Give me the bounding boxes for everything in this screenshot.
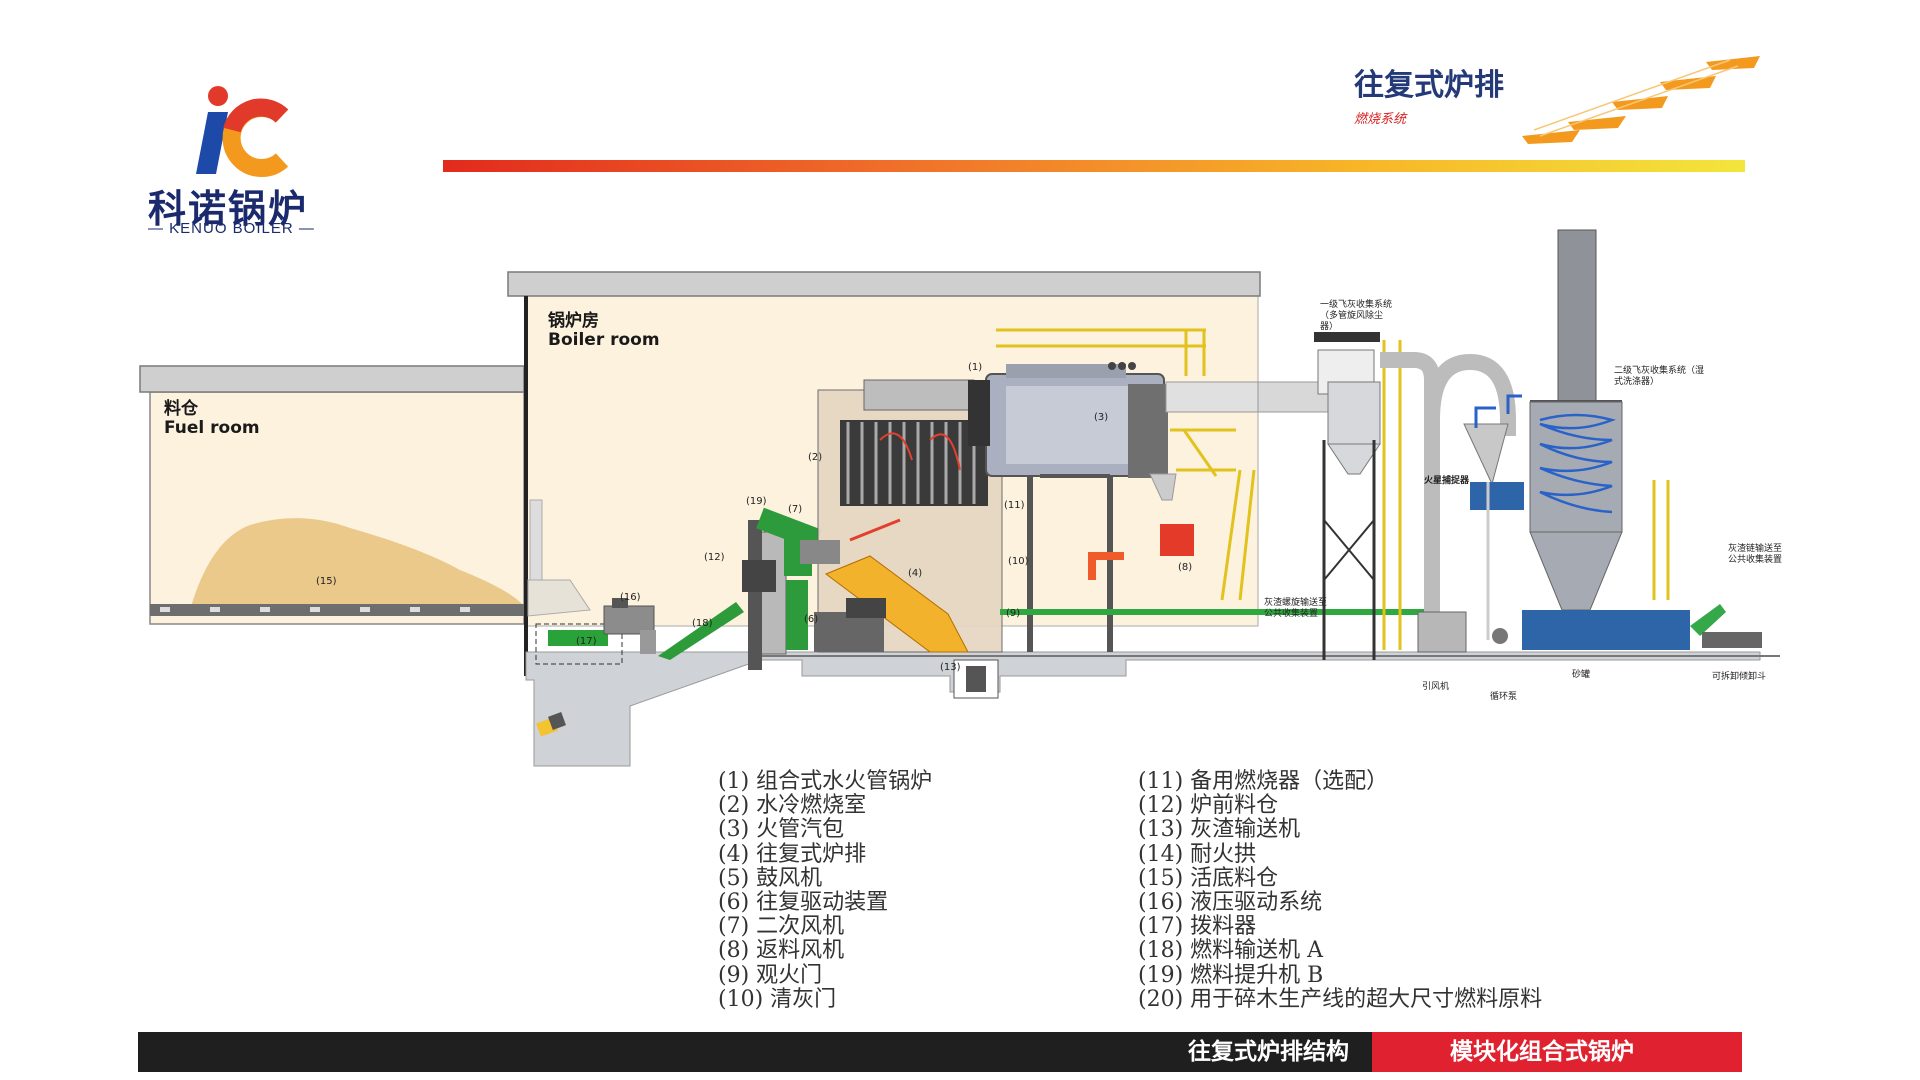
footer-right-text: 模块化组合式锅炉 bbox=[1450, 1039, 1634, 1065]
legend-item: (12) 炉前料仓 bbox=[1138, 793, 1279, 819]
label-primary-dust-collector: 一级飞灰收集系统（多管旋风除尘器） bbox=[1320, 300, 1393, 332]
label-removable-hopper: 可拆卸倾卸斗 bbox=[1712, 672, 1767, 682]
marker-17: (17) bbox=[576, 636, 597, 647]
marker-15: (15) bbox=[316, 576, 337, 587]
marker-13: (13) bbox=[940, 662, 961, 673]
header-subtitle: 燃烧系统 bbox=[1354, 112, 1407, 127]
legend-item: (18) 燃料输送机 A bbox=[1138, 938, 1324, 964]
legend-item: (17) 拨料器 bbox=[1138, 914, 1257, 940]
label-circulation-pump: 循环泵 bbox=[1490, 692, 1518, 702]
marker-3: (3) bbox=[1094, 412, 1109, 423]
legend-column-1: (1) 组合式水火管锅炉 (2) 水冷燃烧室 (3) 火管汽包 (4) 往复式炉… bbox=[718, 769, 933, 1012]
footer-bar-dark bbox=[138, 1032, 1372, 1072]
marker-18: (18) bbox=[692, 618, 713, 629]
legend-item: (1) 组合式水火管锅炉 bbox=[718, 769, 933, 794]
footer-left-text: 往复式炉排结构 bbox=[1188, 1039, 1349, 1065]
legend-item: (5) 鼓风机 bbox=[718, 865, 823, 891]
legend-item: (9) 观火门 bbox=[718, 962, 823, 988]
legend-item: (14) 耐火拱 bbox=[1138, 841, 1257, 867]
footer-bar-red bbox=[1372, 1032, 1742, 1072]
legend-item: (3) 火管汽包 bbox=[718, 817, 845, 843]
legend-item: (10) 清灰门 bbox=[718, 986, 837, 1012]
legend-item: (6) 往复驱动装置 bbox=[718, 890, 889, 916]
label-spark-arrester: 火星捕捉器 bbox=[1424, 476, 1470, 486]
legend-item: (20) 用于碎木生产线的超大尺寸燃料原料 bbox=[1138, 986, 1543, 1012]
legend-item: (16) 液压驱动系统 bbox=[1138, 890, 1323, 916]
boiler-room-cn: 锅炉房 bbox=[548, 311, 599, 331]
legend-item: (2) 水冷燃烧室 bbox=[718, 793, 867, 819]
header-title: 往复式炉排 bbox=[1354, 68, 1504, 103]
marker-1: (1) bbox=[968, 362, 983, 373]
marker-16: (16) bbox=[620, 592, 641, 603]
label-secondary-dust-collector: 二级飞灰收集系统（湿式洗涤器） bbox=[1614, 366, 1705, 387]
legend-column-2: (11) 备用燃烧器（选配） (12) 炉前料仓 (13) 灰渣输送机 (14)… bbox=[1138, 769, 1578, 1012]
label-induced-fan: 引风机 bbox=[1422, 682, 1450, 692]
marker-19: (19) bbox=[746, 496, 767, 507]
legend-item: (15) 活底料仓 bbox=[1138, 865, 1279, 891]
fuel-room-en: Fuel room bbox=[164, 418, 260, 438]
marker-7: (7) bbox=[788, 504, 803, 515]
marker-10: (10) bbox=[1008, 556, 1029, 567]
marker-4: (4) bbox=[908, 568, 923, 579]
legend-item: (19) 燃料提升机 B bbox=[1138, 962, 1324, 988]
legend-item: (8) 返料风机 bbox=[718, 938, 845, 964]
fuel-room-cn: 料仓 bbox=[164, 399, 198, 419]
label-sand-tank: 砂罐 bbox=[1572, 670, 1591, 680]
marker-6: (6) bbox=[804, 614, 819, 625]
marker-11: (11) bbox=[1004, 500, 1025, 511]
legend-item: (4) 往复式炉排 bbox=[718, 841, 867, 867]
marker-9: (9) bbox=[1006, 608, 1021, 619]
label-screw-conveyor: 灰渣螺旋输送至公共收集装置 bbox=[1264, 598, 1328, 619]
marker-8: (8) bbox=[1178, 562, 1193, 573]
marker-2: (2) bbox=[808, 452, 823, 463]
header-gradient-line bbox=[443, 160, 1745, 172]
boiler-room-label: 锅炉房 Boiler room bbox=[548, 312, 660, 350]
stairs-decoration bbox=[1522, 56, 1760, 144]
fuel-room-label: 料仓 Fuel room bbox=[164, 400, 260, 438]
marker-12: (12) bbox=[704, 552, 725, 563]
legend-item: (13) 灰渣输送机 bbox=[1138, 817, 1301, 843]
boiler-room-en: Boiler room bbox=[548, 330, 660, 350]
logo-icon bbox=[196, 86, 289, 177]
logo-name-cn: 科诺锅炉 bbox=[148, 187, 309, 231]
logo bbox=[170, 78, 310, 178]
logo-name-en: — KENUO BOILER — bbox=[148, 220, 315, 237]
legend-item: (11) 备用燃烧器（选配） bbox=[1138, 769, 1389, 794]
label-right-conveyor: 灰渣链输送至公共收集装置 bbox=[1728, 544, 1783, 565]
legend-item: (7) 二次风机 bbox=[718, 914, 845, 940]
